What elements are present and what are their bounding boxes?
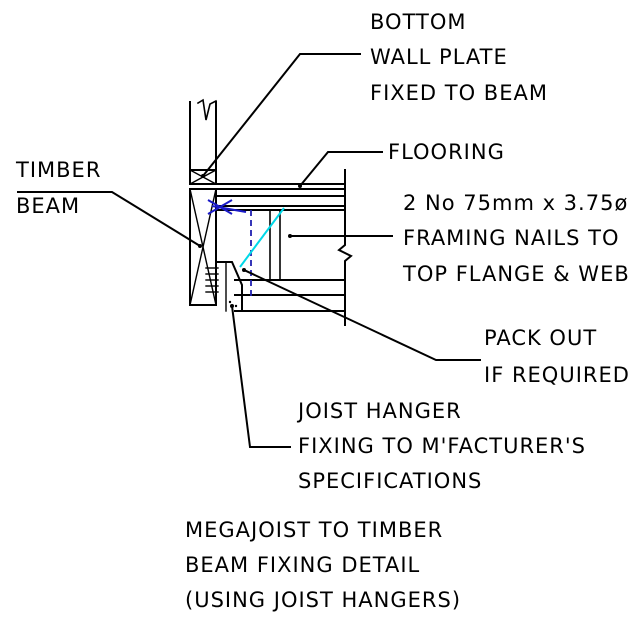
drawing-title-3: (USING JOIST HANGERS) xyxy=(185,588,462,612)
leader-flooring xyxy=(298,151,383,188)
label-pack-out-1: PACK OUT xyxy=(484,326,598,350)
leader-timber-beam xyxy=(17,191,202,248)
label-flooring: FLOORING xyxy=(388,140,505,164)
label-timber-beam-2: BEAM xyxy=(16,194,81,218)
label-joist-hanger-1: JOIST HANGER xyxy=(298,399,462,423)
hanger-dots xyxy=(228,300,238,308)
label-wall-plate-2: WALL PLATE xyxy=(370,45,508,69)
drawing-title-1: MEGAJOIST TO TIMBER xyxy=(185,518,444,542)
label-nails-3: TOP FLANGE & WEB xyxy=(403,262,630,286)
leader-pack-out xyxy=(242,268,481,361)
label-nails-1: 2 No 75mm x 3.75ø xyxy=(403,191,629,215)
label-joist-hanger-2: FIXING TO M'FACTURER'S xyxy=(298,434,586,458)
leader-arrowheads xyxy=(198,174,302,308)
label-wall-plate-1: BOTTOM xyxy=(370,10,467,34)
framing-nails xyxy=(207,199,247,215)
label-joist-hanger-3: SPECIFICATIONS xyxy=(298,469,483,493)
label-pack-out-2: IF REQUIRED xyxy=(484,363,630,387)
drawing-title-2: BEAM FIXING DETAIL xyxy=(185,553,421,577)
flooring-board xyxy=(189,169,346,190)
label-timber-beam-1: TIMBER xyxy=(16,158,102,182)
label-wall-plate-3: FIXED TO BEAM xyxy=(370,81,548,105)
web-nail xyxy=(239,207,285,268)
leader-joist-hanger xyxy=(230,304,291,448)
leader-wall-plate xyxy=(201,53,361,178)
label-nails-2: FRAMING NAILS TO xyxy=(403,226,620,250)
wall-studs xyxy=(189,98,218,171)
joist-hanger xyxy=(205,261,243,312)
